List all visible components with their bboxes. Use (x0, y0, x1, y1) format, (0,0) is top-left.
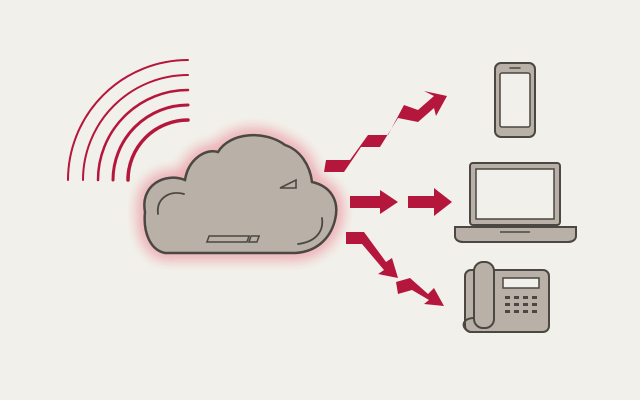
arrow-up-right-icon (324, 91, 447, 172)
desk-phone-icon (462, 261, 550, 333)
cloud-icon (141, 132, 340, 256)
smartphone-icon (494, 62, 536, 138)
wifi-signal-icon (67, 59, 190, 182)
laptop-icon (454, 162, 577, 243)
arrow-down-right-icon (346, 232, 444, 306)
arrow-right-icon (350, 188, 452, 216)
